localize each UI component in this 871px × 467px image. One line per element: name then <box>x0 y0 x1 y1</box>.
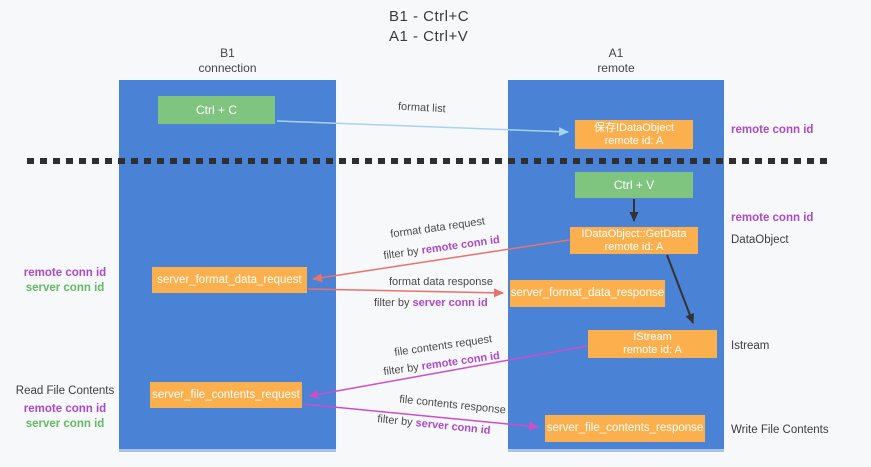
server-file-contents-response-label: server_file_contents_response <box>546 422 704 434</box>
column-header-a1: A1 remote <box>508 46 724 76</box>
right-istream-label: Istream <box>731 340 770 352</box>
filter-by-text-4: filter by <box>376 413 417 430</box>
column-b1-name: B1 <box>220 46 235 60</box>
right-dataobject-label: DataObject <box>731 234 789 246</box>
ctrl-v-box: Ctrl + V <box>575 172 693 198</box>
istream-box: IStream remote id: A <box>588 330 717 358</box>
filter-by-text-1: filter by <box>382 244 423 263</box>
ctrl-v-label: Ctrl + V <box>613 177 655 192</box>
left-read-file-contents-label: Read File Contents <box>15 385 115 397</box>
left-server-conn-id-2: server conn id <box>25 418 105 430</box>
file-contents-response-label: file contents response <box>398 393 507 417</box>
istream-line2: remote id: A <box>623 344 682 356</box>
save-idataobject-line1: 保存IDataObject <box>593 121 675 134</box>
title-line-2: A1 - Ctrl+V <box>389 28 469 45</box>
dashed-separator <box>27 158 831 164</box>
column-a1-name: A1 <box>608 46 624 60</box>
ctrl-c-box: Ctrl + C <box>158 96 275 124</box>
server-file-contents-request-box: server_file_contents_request <box>150 382 302 408</box>
filter-by-text-3: filter by <box>382 360 423 379</box>
server-file-contents-request-label: server_file_contents_request <box>152 388 300 401</box>
left-remote-conn-id-2: remote conn id <box>23 403 107 415</box>
right-write-file-contents-label: Write File Contents <box>731 424 829 436</box>
server-conn-id-highlight-2: server conn id <box>414 417 492 437</box>
server-format-data-response-label: server_format_data_response <box>510 287 665 299</box>
file-contents-response-filter-label: filter by server conn id <box>377 413 491 437</box>
server-format-data-response-box: server_format_data_response <box>510 280 665 307</box>
filter-by-text-2: filter by <box>374 297 413 309</box>
column-a1-subtitle: remote <box>597 61 635 75</box>
diagram-title: B1 - Ctrl+C A1 - Ctrl+V <box>389 7 469 47</box>
server-format-data-request-label: server_format_data_request <box>157 273 302 286</box>
left-remote-conn-id-1: remote conn id <box>23 267 107 279</box>
column-b1-subtitle: connection <box>198 61 257 75</box>
istream-line1: IStream <box>633 331 672 343</box>
format-data-response-label: format data response <box>389 276 493 288</box>
getdata-line1: IDataObject::GetData <box>581 227 687 240</box>
server-conn-id-highlight-1: server conn id <box>412 297 488 309</box>
title-line-1: B1 - Ctrl+C <box>389 8 470 25</box>
left-server-conn-id-1: server conn id <box>25 282 105 294</box>
column-header-b1: B1 connection <box>119 46 336 76</box>
getdata-line2: remote id: A <box>604 240 664 253</box>
save-idataobject-box: 保存IDataObject remote id: A <box>575 120 693 149</box>
idataobject-getdata-box: IDataObject::GetData remote id: A <box>570 227 698 254</box>
format-data-response-filter-label: filter by server conn id <box>374 297 488 309</box>
server-format-data-request-box: server_format_data_request <box>152 267 307 293</box>
right-remote-conn-id-mid: remote conn id <box>731 212 814 224</box>
left-label-group-file: remote conn id server conn id <box>10 402 120 432</box>
ctrl-c-label: Ctrl + C <box>195 102 237 117</box>
save-idataobject-line2: remote id: A <box>604 134 664 147</box>
format-data-response-arrow <box>307 288 504 298</box>
right-remote-conn-id-top: remote conn id <box>731 124 814 136</box>
format-list-label: format list <box>397 100 446 116</box>
server-file-contents-response-box: server_file_contents_response <box>545 415 705 442</box>
left-label-group-format: remote conn id server conn id <box>10 266 120 296</box>
remote-conn-id-highlight-1: remote conn id <box>420 233 501 257</box>
